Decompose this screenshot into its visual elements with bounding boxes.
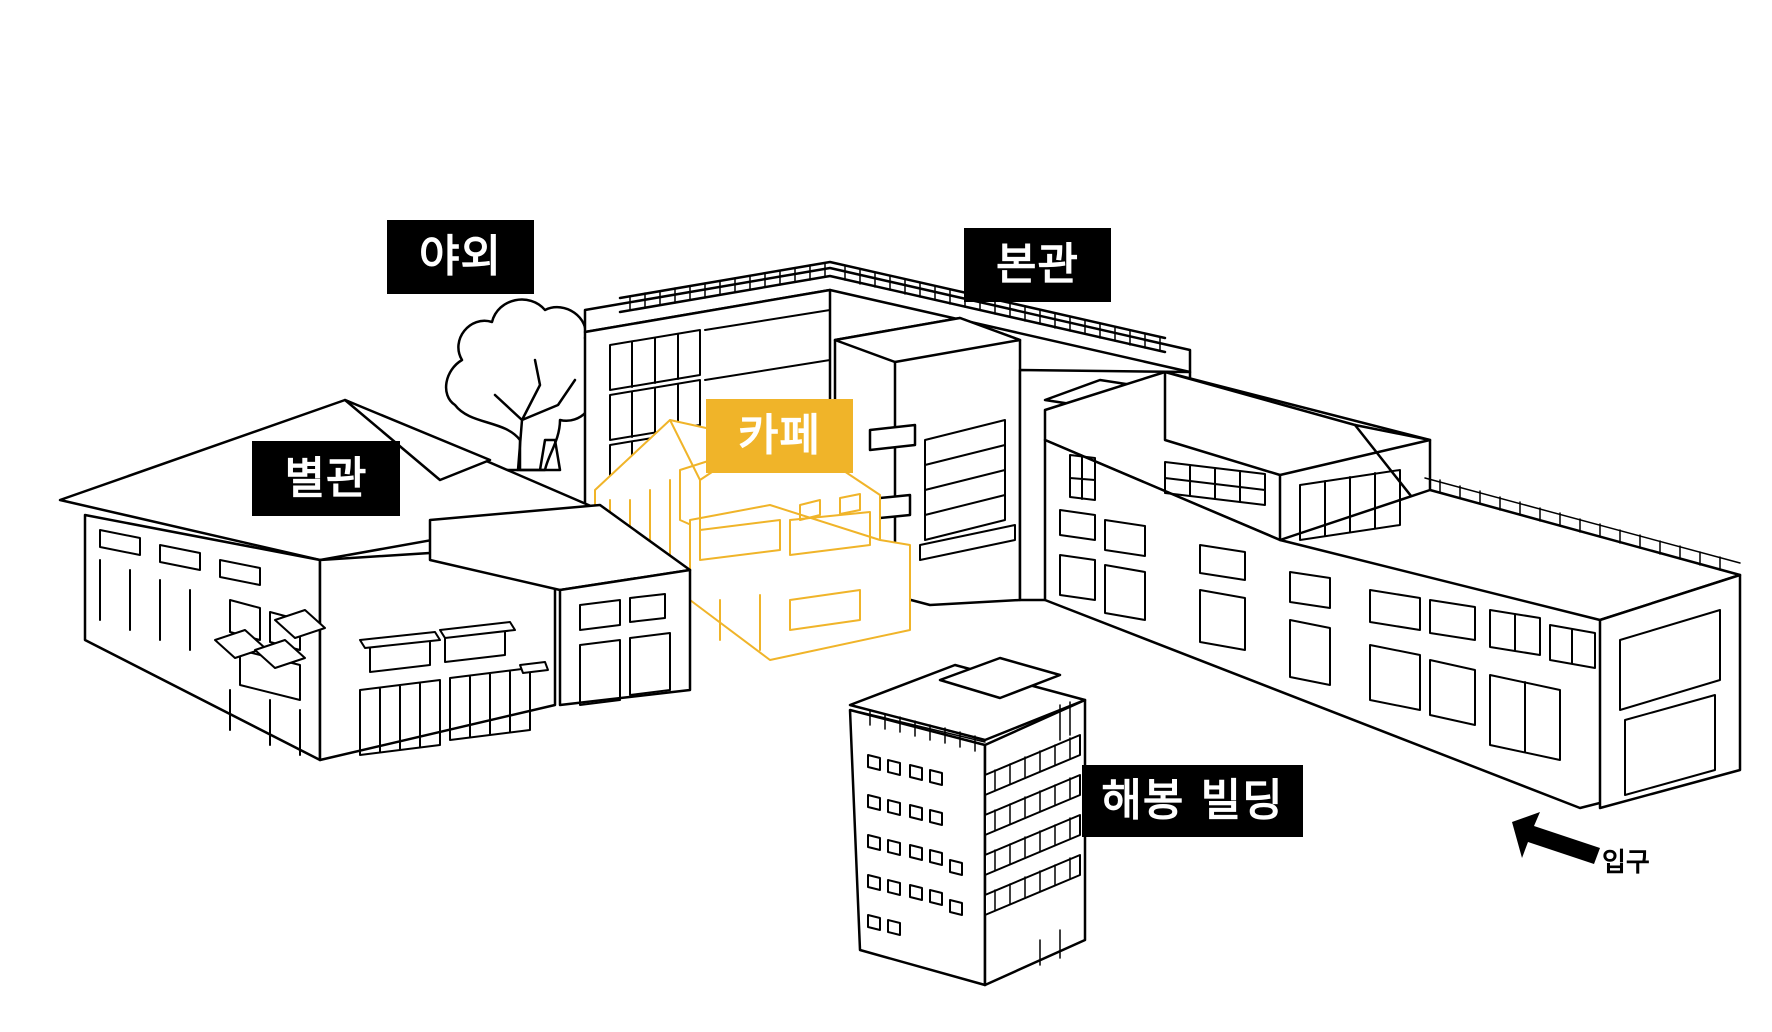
entrance-label[interactable]: 입구 (1602, 848, 1650, 878)
right-wing-building (1043, 370, 1742, 810)
outdoor-label[interactable]: 야외 (387, 220, 534, 294)
main-hall-label[interactable]: 본관 (964, 228, 1111, 302)
haebong-building (848, 656, 1087, 987)
tree-icon (444, 298, 602, 472)
annex-building (58, 398, 692, 762)
haebong-building-label[interactable]: 해봉 빌딩 (1082, 765, 1303, 837)
cafe-label[interactable]: 카페 (706, 399, 853, 473)
arrow-up-left-icon (1512, 812, 1600, 864)
annex-label[interactable]: 별관 (252, 441, 400, 516)
